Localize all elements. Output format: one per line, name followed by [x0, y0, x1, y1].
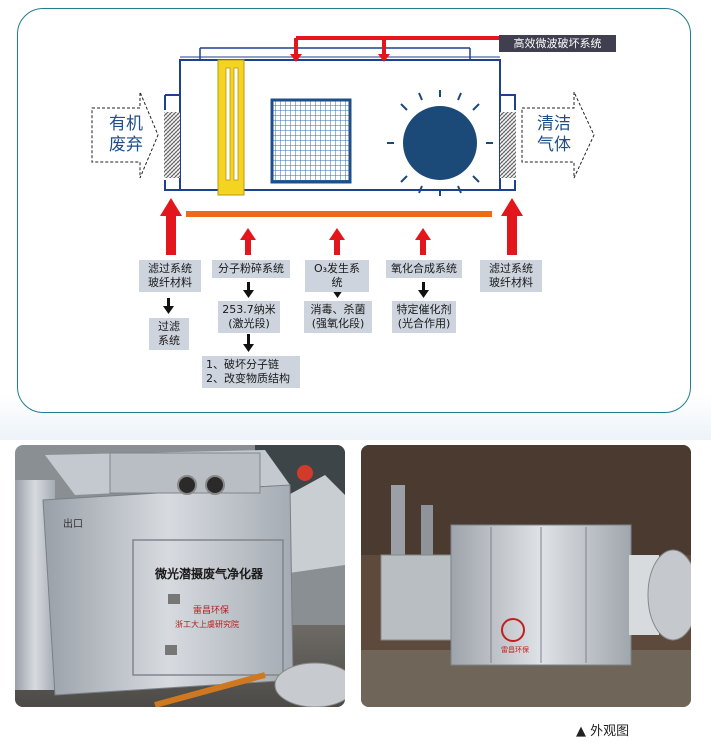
up-arrow-icon [329, 228, 345, 255]
nameplate-text: 微光潜摄废气净化器 [154, 566, 264, 581]
appearance-caption: ▲ 外观图 [576, 724, 630, 739]
stamp-institute: 浙工大上虞研究院 [175, 619, 239, 629]
filter-system-right-box: 滤过系统 玻纤材料 [480, 260, 542, 292]
outlet-label: 出口 [63, 517, 83, 530]
microwave-system-banner: 高效微波破坏系统 [499, 35, 616, 52]
molecule-effect-box: 1、破坏分子链 2、改变物质结构 [202, 356, 300, 388]
sun-icon [387, 90, 493, 196]
ozone-system-box: O₃发生系统 [305, 260, 369, 292]
input-gas-label: 有机 废弃 [109, 114, 143, 155]
molecule-crusher-box: 分子粉碎系统 [212, 260, 290, 278]
filter-result-box: 过滤 系统 [149, 318, 189, 350]
heating-bar [186, 211, 492, 217]
down-arrow-icon [163, 282, 429, 352]
logo-text: 雷昌环保 [501, 645, 529, 654]
up-arrow-icon [240, 228, 256, 255]
right-filter-panel [500, 112, 516, 178]
oxidation-system-box: 氧化合成系统 [386, 260, 462, 278]
uv-lamp [217, 59, 245, 196]
dashed-flow-arrow-icon [91, 91, 159, 179]
filter-system-left-box: 滤过系统 玻纤材料 [139, 260, 201, 292]
microwave-pipe [290, 36, 500, 62]
left-equipment-photo: 微光潜摄废气净化器 雷昌环保 浙工大上虞研究院 出口 [15, 445, 345, 707]
up-arrow-icon [415, 228, 431, 255]
right-intake-arrow [501, 198, 523, 255]
ozone-mesh-grid [270, 98, 352, 184]
catalyst-box: 特定催化剂 (光合作用) [392, 301, 456, 333]
purifier-chamber [164, 47, 516, 191]
dashed-flow-arrow-icon [521, 91, 595, 179]
process-diagram-panel [17, 8, 691, 413]
stamp-company: 雷昌环保 [193, 604, 229, 616]
output-gas-label: 清洁 气体 [537, 114, 571, 155]
right-equipment-photo: 雷昌环保 [361, 445, 691, 707]
left-filter-panel [164, 112, 180, 178]
disinfection-box: 消毒、杀菌 (强氧化段) [304, 301, 372, 333]
left-intake-arrow [160, 198, 182, 255]
process-diagram [91, 36, 595, 352]
wavelength-box: 253.7纳米 (激光段) [218, 301, 280, 333]
